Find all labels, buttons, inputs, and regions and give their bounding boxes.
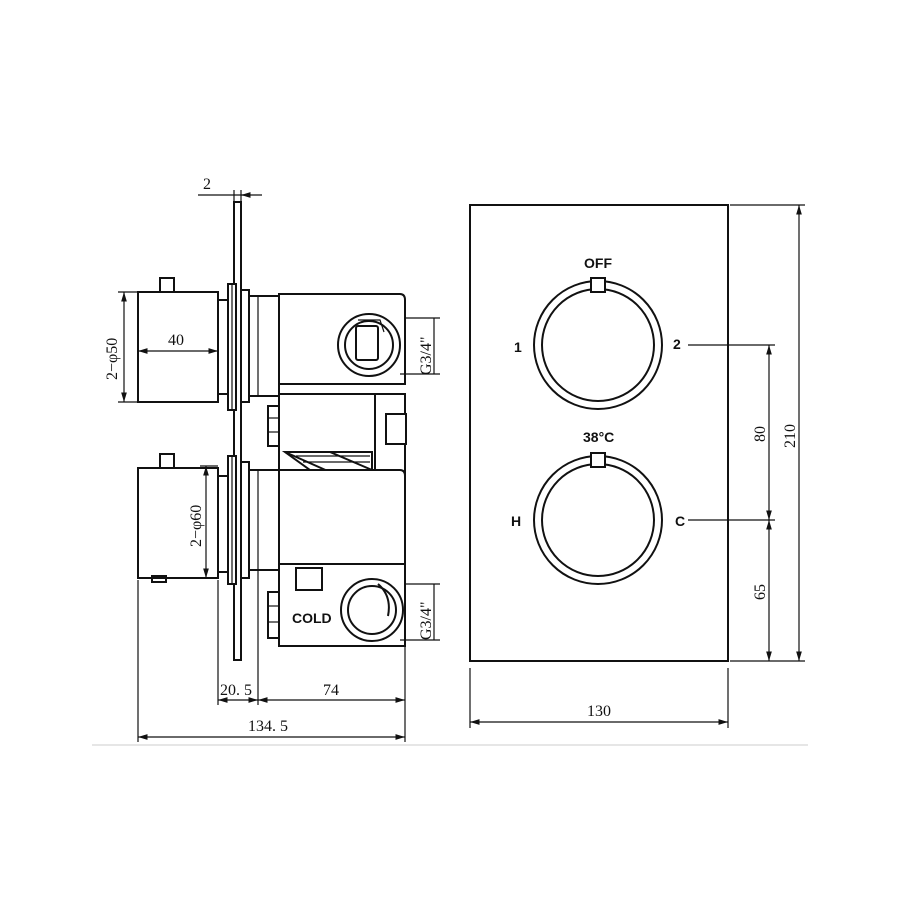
knob-spacing-dim: 80 bbox=[752, 426, 769, 442]
small-handle-dia-dim: 2−φ50 bbox=[104, 338, 121, 380]
plate-width-dim: 130 bbox=[587, 703, 611, 720]
position-2-label: 2 bbox=[673, 336, 681, 352]
front-view: OFF 1 2 38°C H C 130 210 bbox=[469, 204, 805, 728]
cold-label: COLD bbox=[292, 610, 332, 626]
hot-label: H bbox=[511, 513, 521, 529]
depth-front-dim: 20. 5 bbox=[220, 682, 252, 699]
large-handle-dia-dim: 2−φ60 bbox=[188, 505, 205, 547]
plate-height-dim: 210 bbox=[782, 424, 799, 448]
bottom-thread-dim: G3/4" bbox=[418, 601, 435, 640]
small-handle-len-dim: 40 bbox=[168, 332, 184, 349]
lower-knob-height-dim: 65 bbox=[752, 584, 769, 600]
position-1-label: 1 bbox=[514, 339, 522, 355]
upper-handle bbox=[137, 277, 280, 411]
side-view: COLD 2 2−φ50 40 2−φ60 bbox=[104, 176, 440, 742]
valve-body: COLD bbox=[267, 293, 407, 647]
thermostat-knob: 38°C H C bbox=[511, 429, 685, 585]
top-thread-dim: G3/4" bbox=[418, 336, 435, 375]
cold-short-label: C bbox=[675, 513, 685, 529]
side-dimensions: 2 2−φ50 40 2−φ60 G3/4" G3/4" bbox=[104, 176, 440, 742]
temp-label: 38°C bbox=[583, 429, 614, 445]
upper-handle-body bbox=[137, 291, 219, 403]
diverter-indicator bbox=[590, 277, 606, 293]
front-dimensions: 130 210 80 65 bbox=[469, 204, 805, 728]
cold-nut bbox=[267, 591, 280, 639]
lower-handle bbox=[137, 453, 280, 585]
thermostat-indicator bbox=[590, 452, 606, 468]
middle-nut bbox=[267, 405, 280, 447]
plate-thickness-dim: 2 bbox=[203, 176, 211, 193]
depth-body-dim: 74 bbox=[323, 682, 339, 699]
diverter-knob: OFF 1 2 bbox=[514, 255, 681, 410]
wall-plate bbox=[233, 201, 242, 661]
off-label: OFF bbox=[584, 255, 612, 271]
overall-depth-dim: 134. 5 bbox=[248, 718, 288, 735]
